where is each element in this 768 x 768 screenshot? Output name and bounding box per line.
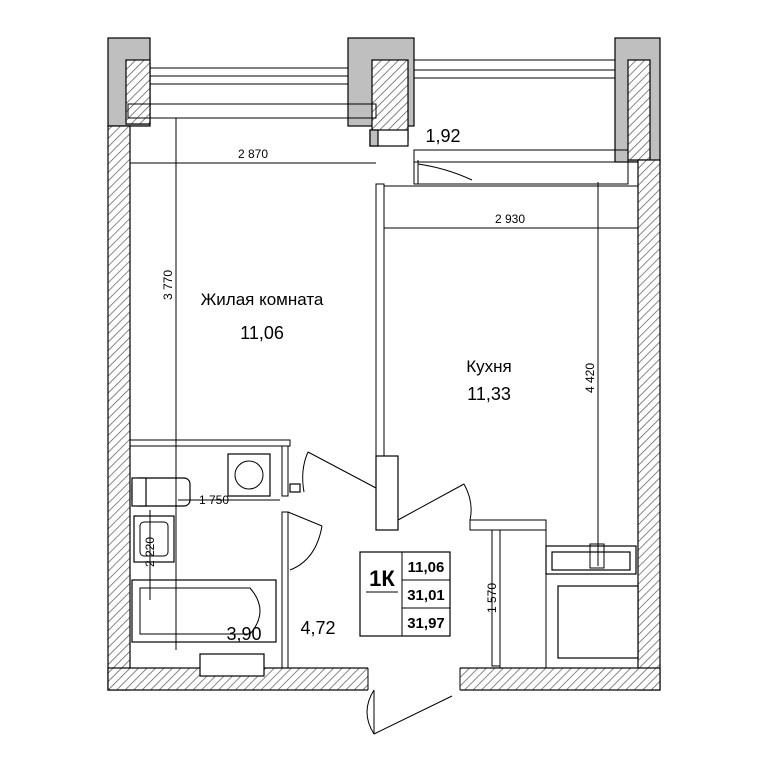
dim-hall-height: 1 570 — [485, 583, 499, 613]
area-legend: 1К 11,06 31,01 31,97 — [359, 551, 451, 637]
fridge — [557, 585, 639, 659]
living-room-area: 11,06 — [240, 323, 284, 343]
entrance-door — [366, 689, 453, 735]
dim-living-width: 2 870 — [238, 147, 268, 161]
bathroom-area: 3,90 — [226, 624, 261, 644]
balcony-area: 1,92 — [425, 126, 460, 146]
legend-total-area-balcony: 31,97 — [407, 615, 445, 632]
balcony-door — [417, 160, 473, 184]
hall-area: 4,72 — [300, 618, 335, 638]
kitchen-door — [397, 483, 472, 521]
dim-bath-width: 1 750 — [199, 493, 229, 507]
doors — [287, 160, 473, 735]
kitchen-name: Кухня — [466, 357, 512, 376]
dim-kitchen-width: 2 930 — [495, 212, 525, 226]
kitchen-area: 11,33 — [467, 384, 511, 404]
room-labels: Жилая комната 11,06 Кухня 11,33 1,92 3,9… — [201, 126, 512, 644]
outer-walls — [107, 125, 661, 692]
legend-living-area: 11,06 — [408, 559, 445, 576]
legend-frame — [359, 551, 451, 637]
wall-right — [637, 159, 661, 691]
bathroom-door — [287, 511, 323, 571]
dim-kitchen-height: 4 420 — [583, 363, 597, 393]
dim-bath-height: 2 220 — [143, 537, 157, 567]
legend-total-area: 31,01 — [407, 587, 445, 604]
dimensions — [130, 118, 638, 666]
bathroom-fixtures — [131, 453, 631, 677]
dimension-labels: 2 870 2 930 3 770 4 420 1 750 2 220 1 57… — [143, 147, 597, 613]
wall-left — [107, 125, 131, 691]
partition-living-kitchen — [375, 183, 385, 457]
apartment-type: 1К — [369, 566, 395, 591]
living-room-name: Жилая комната — [201, 290, 324, 309]
washing-machine — [227, 453, 271, 497]
living-door — [302, 451, 377, 493]
dim-living-height: 3 770 — [161, 270, 175, 300]
top-walls — [107, 37, 661, 185]
